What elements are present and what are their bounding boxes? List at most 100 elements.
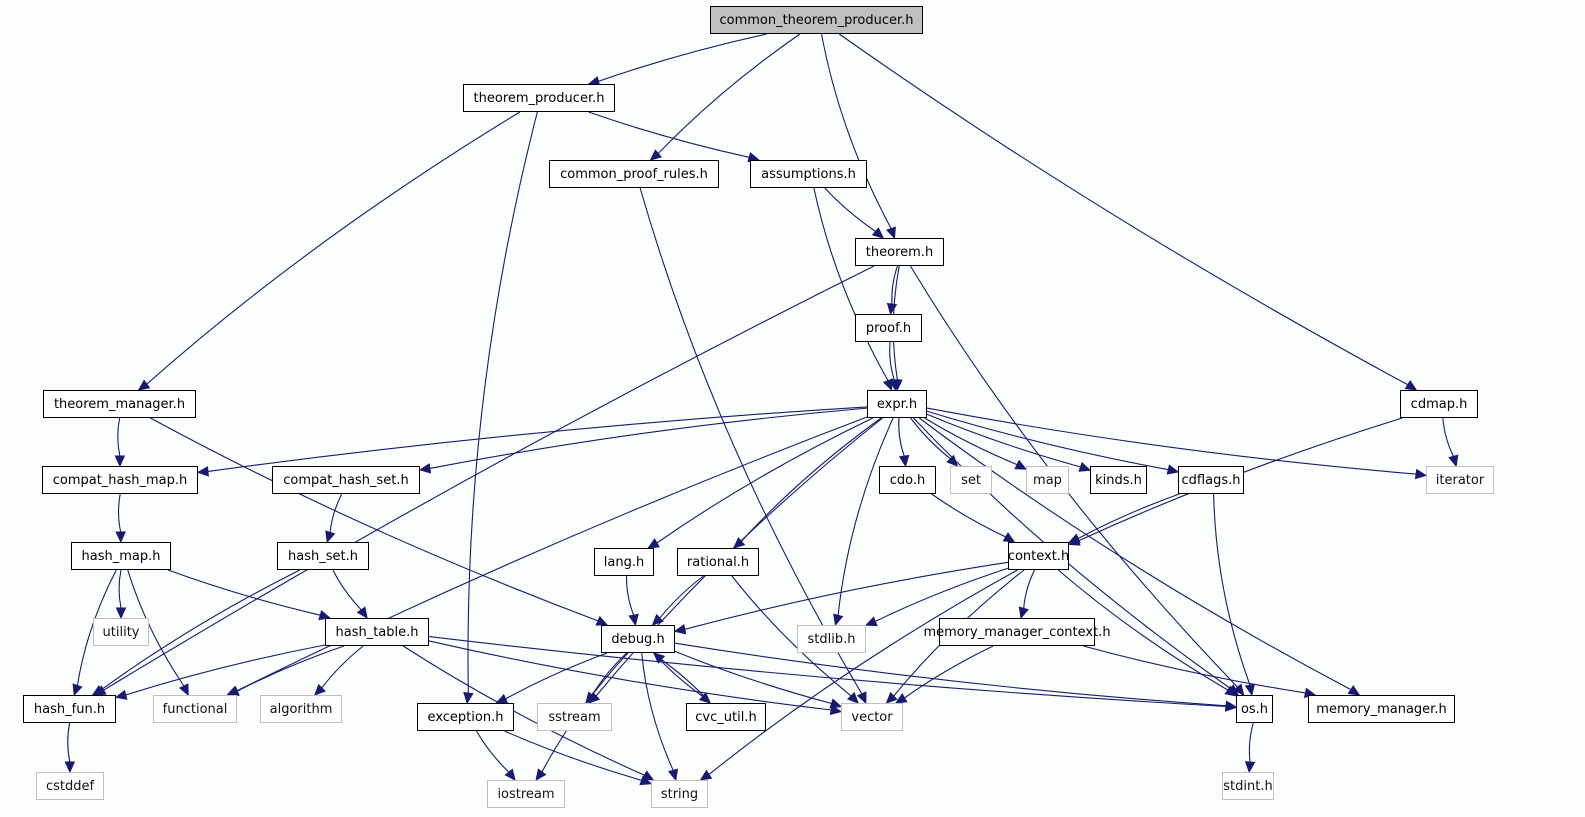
arrowhead-icon xyxy=(1166,464,1180,475)
node-cdflags-h[interactable]: cdflags.h xyxy=(1178,466,1244,494)
node-hash-set-h[interactable]: hash_set.h xyxy=(277,542,369,570)
node-functional: functional xyxy=(153,695,237,723)
arrowhead-icon xyxy=(595,615,609,626)
edge-expr-h-to-rational-h xyxy=(740,417,882,542)
edge-lang-h-to-debug-h xyxy=(625,575,635,616)
node-kinds-h[interactable]: kinds.h xyxy=(1090,466,1147,494)
edge-cvc-util-h-to-debug-h xyxy=(660,659,711,704)
edge-memory-manager-context-h-to-memory-manager-h xyxy=(1083,645,1306,694)
node-label: common_theorem_producer.h xyxy=(719,12,914,28)
edge-theorem-manager-h-to-debug-h xyxy=(150,417,599,622)
edge-common-theorem-producer-h-to-cdmap-h xyxy=(838,33,1409,386)
edge-exception-h-to-string xyxy=(504,730,642,781)
arrowhead-icon xyxy=(649,149,663,161)
node-label: proof.h xyxy=(865,320,912,336)
node-label: debug.h xyxy=(611,631,665,647)
node-label: compat_hash_set.h xyxy=(283,472,409,488)
node-label: utility xyxy=(102,624,140,640)
arrowhead-icon xyxy=(72,683,83,697)
node-proof-h[interactable]: proof.h xyxy=(855,314,922,342)
arrowhead-icon xyxy=(647,538,660,549)
arrowhead-icon xyxy=(1347,684,1361,696)
node-label: iostream xyxy=(497,786,555,802)
edge-assumptions-h-to-theorem-h xyxy=(824,187,876,232)
node-cvc-util-h[interactable]: cvc_util.h xyxy=(686,703,766,731)
node-label: expr.h xyxy=(876,396,918,412)
edge-hash-fun-h-to-cstddef xyxy=(67,722,71,763)
arrowhead-icon xyxy=(1404,379,1418,391)
node-debug-h[interactable]: debug.h xyxy=(601,625,675,653)
arrowhead-icon xyxy=(1018,606,1029,620)
node-compat-hash-map-h[interactable]: compat_hash_map.h xyxy=(42,466,198,494)
arrowhead-icon xyxy=(846,691,859,704)
edge-theorem-h-to-hash-fun-h xyxy=(103,265,875,691)
edge-expr-h-to-os-h xyxy=(913,417,1231,689)
edge-common-theorem-producer-h-to-theorem-producer-h xyxy=(598,33,767,82)
node-context-h[interactable]: context.h xyxy=(1008,542,1069,570)
node-theorem-manager-h[interactable]: theorem_manager.h xyxy=(43,390,196,418)
node-compat-hash-set-h[interactable]: compat_hash_set.h xyxy=(272,466,420,494)
node-common-proof-rules-h[interactable]: common_proof_rules.h xyxy=(549,160,719,188)
node-hash-fun-h[interactable]: hash_fun.h xyxy=(23,695,116,723)
arrowhead-icon xyxy=(833,613,844,627)
node-string: string xyxy=(651,780,708,808)
node-cdo-h[interactable]: cdo.h xyxy=(879,466,936,494)
arrowhead-icon xyxy=(856,691,867,705)
edge-hash-map-h-to-functional xyxy=(127,569,185,687)
node-theorem-h[interactable]: theorem.h xyxy=(855,238,944,266)
node-theorem-producer-h[interactable]: theorem_producer.h xyxy=(463,84,615,112)
edge-theorem-producer-h-to-exception-h xyxy=(467,111,538,694)
arrowhead-icon xyxy=(894,693,908,704)
node-rational-h[interactable]: rational.h xyxy=(677,548,759,576)
edge-expr-h-to-cdo-h xyxy=(898,417,905,457)
arrowhead-icon xyxy=(673,624,687,635)
node-label: context.h xyxy=(1007,548,1070,564)
edge-common-theorem-producer-h-to-theorem-h xyxy=(820,33,892,229)
node-memory-manager-h[interactable]: memory_manager.h xyxy=(1308,695,1455,723)
edge-expr-h-to-compat-hash-map-h xyxy=(207,406,868,472)
arrowhead-icon xyxy=(115,531,126,544)
arrowhead-icon xyxy=(318,609,332,621)
node-label: cdo.h xyxy=(889,472,926,488)
arrowhead-icon xyxy=(196,466,209,477)
edge-hash-table-h-to-os-h xyxy=(428,636,1227,708)
node-hash-table-h[interactable]: hash_table.h xyxy=(325,618,429,646)
node-exception-h[interactable]: exception.h xyxy=(417,703,514,731)
node-assumptions-h[interactable]: assumptions.h xyxy=(750,160,867,188)
node-lang-h[interactable]: lang.h xyxy=(594,548,654,576)
edge-expr-h-to-compat-hash-set-h xyxy=(429,407,868,469)
arrowhead-icon xyxy=(1233,683,1245,696)
node-label: hash_fun.h xyxy=(33,701,106,717)
arrowhead-icon xyxy=(885,691,898,704)
edge-expr-h-to-set xyxy=(910,417,951,460)
node-label: memory_manager.h xyxy=(1316,701,1447,717)
node-vector: vector xyxy=(841,703,903,731)
node-expr-h[interactable]: expr.h xyxy=(867,390,927,418)
arrowhead-icon xyxy=(871,227,885,239)
node-cdmap-h[interactable]: cdmap.h xyxy=(1400,390,1478,418)
edge-context-h-to-debug-h xyxy=(684,561,1009,630)
node-cstddef: cstddef xyxy=(36,772,104,800)
node-memory-manager-context-h[interactable]: memory_manager_context.h xyxy=(923,618,1111,646)
arrowhead-icon xyxy=(1414,468,1428,480)
node-label: cvc_util.h xyxy=(695,709,757,725)
arrowhead-icon xyxy=(313,683,326,696)
edge-expr-h-to-lang-h xyxy=(656,417,874,544)
node-hash-map-h[interactable]: hash_map.h xyxy=(71,542,171,570)
node-label: sstream xyxy=(548,709,601,725)
edge-theorem-producer-h-to-theorem-manager-h xyxy=(146,111,521,385)
arrowhead-icon xyxy=(885,226,896,240)
node-os-h[interactable]: os.h xyxy=(1236,695,1273,723)
node-set: set xyxy=(950,466,992,494)
node-label: functional xyxy=(162,701,228,717)
edge-cdflags-h-to-context-h xyxy=(1077,493,1180,540)
node-label: cdmap.h xyxy=(1410,396,1468,412)
edge-cdo-h-to-context-h xyxy=(931,493,1006,538)
edge-expr-h-to-memory-manager-h xyxy=(918,417,1352,691)
node-map: map xyxy=(1026,466,1069,494)
arrowhead-icon xyxy=(1224,685,1237,697)
edge-expr-h-to-functional xyxy=(236,416,868,692)
edge-context-h-to-string xyxy=(708,569,1018,775)
arrowhead-icon xyxy=(628,613,639,627)
